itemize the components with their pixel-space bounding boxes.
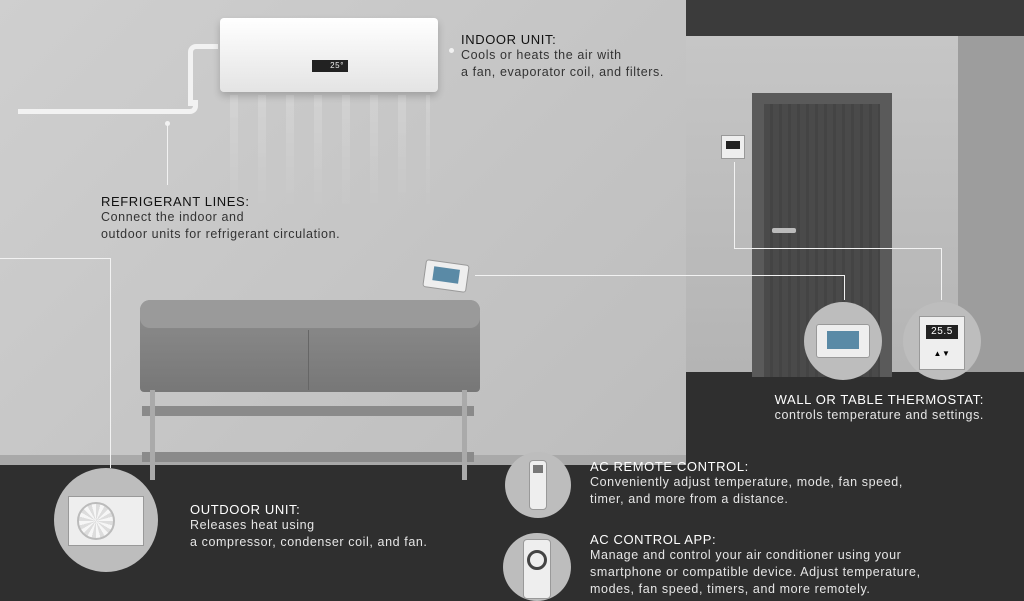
cabinet-top [140,300,480,328]
fan-icon [77,502,115,540]
outdoor-unit-title: OUTDOOR UNIT: [190,502,301,517]
indoor-unit-desc: a fan, evaporator coil, and filters. [461,65,664,79]
outdoor-connector-h [0,258,110,259]
wall-thermostat-circle: 25.5▲▼ [903,302,981,380]
refrigerant-dot [165,121,170,126]
thermostat-title: WALL OR TABLE THERMOSTAT: [774,392,984,407]
wall-thermostat-connector [734,162,735,248]
refrigerant-connector [167,123,168,185]
thermostat-display: 25.5 [926,325,958,339]
shelf [142,406,474,416]
hallway-side-wall [958,36,1024,436]
remote-desc: Conveniently adjust temperature, mode, f… [590,475,903,489]
door-handle [772,228,796,233]
app-desc: Manage and control your air conditioner … [590,548,902,562]
indoor-ac-unit [220,18,438,92]
refrigerant-lines-title: REFRIGERANT LINES: [101,194,250,209]
refrigerant-lines-desc: outdoor units for refrigerant circulatio… [101,227,341,241]
app-desc: smartphone or compatible device. Adjust … [590,565,921,579]
app-circle [503,533,571,601]
app-title: AC CONTROL APP: [590,532,717,547]
wall-thermostat [721,135,745,159]
table-thermostat [422,259,470,293]
thermostat-label: WALL OR TABLE THERMOSTAT: controls tempe… [775,392,984,424]
outdoor-unit-desc: Releases heat using [190,518,315,532]
indoor-unit-label: INDOOR UNIT: Cools or heats the air with… [461,32,664,81]
outdoor-unit-label: OUTDOOR UNIT: Releases heat using a comp… [190,502,428,551]
ceiling [686,0,1024,36]
cabinet-leg [462,390,467,480]
indoor-unit-title: INDOOR UNIT: [461,32,557,47]
ac-display: 25° [312,60,348,72]
refrigerant-pipe-bend [188,44,218,106]
outdoor-unit-circle [54,468,158,572]
app-desc: modes, fan speed, timers, and more remot… [590,582,871,596]
indoor-unit-desc: Cools or heats the air with [461,48,622,62]
table-thermostat-circle [804,302,882,380]
hallway-floor [686,372,1024,600]
remote-circle [505,452,571,518]
cabinet-door-split [308,330,309,390]
shelf [142,452,474,462]
cabinet-leg [150,390,155,480]
app-label: AC CONTROL APP: Manage and control your … [590,532,921,598]
wall-thermostat-connector-h [734,248,942,249]
refrigerant-lines-label: REFRIGERANT LINES: Connect the indoor an… [101,194,340,243]
refrigerant-lines-desc: Connect the indoor and [101,210,245,224]
table-thermostat-connector [475,275,845,276]
table-thermostat-connector-v [844,275,845,300]
outdoor-connector-v [110,258,111,468]
remote-desc: timer, and more from a distance. [590,492,789,506]
indoor-pointer-dot [449,48,454,53]
remote-title: AC REMOTE CONTROL: [590,459,749,474]
remote-label: AC REMOTE CONTROL: Conveniently adjust t… [590,459,903,508]
thermostat-desc: controls temperature and settings. [774,408,984,422]
outdoor-unit-desc: a compressor, condenser coil, and fan. [190,535,428,549]
refrigerant-pipe [18,100,198,114]
airflow [230,95,430,215]
wall-thermostat-connector-v [941,248,942,300]
